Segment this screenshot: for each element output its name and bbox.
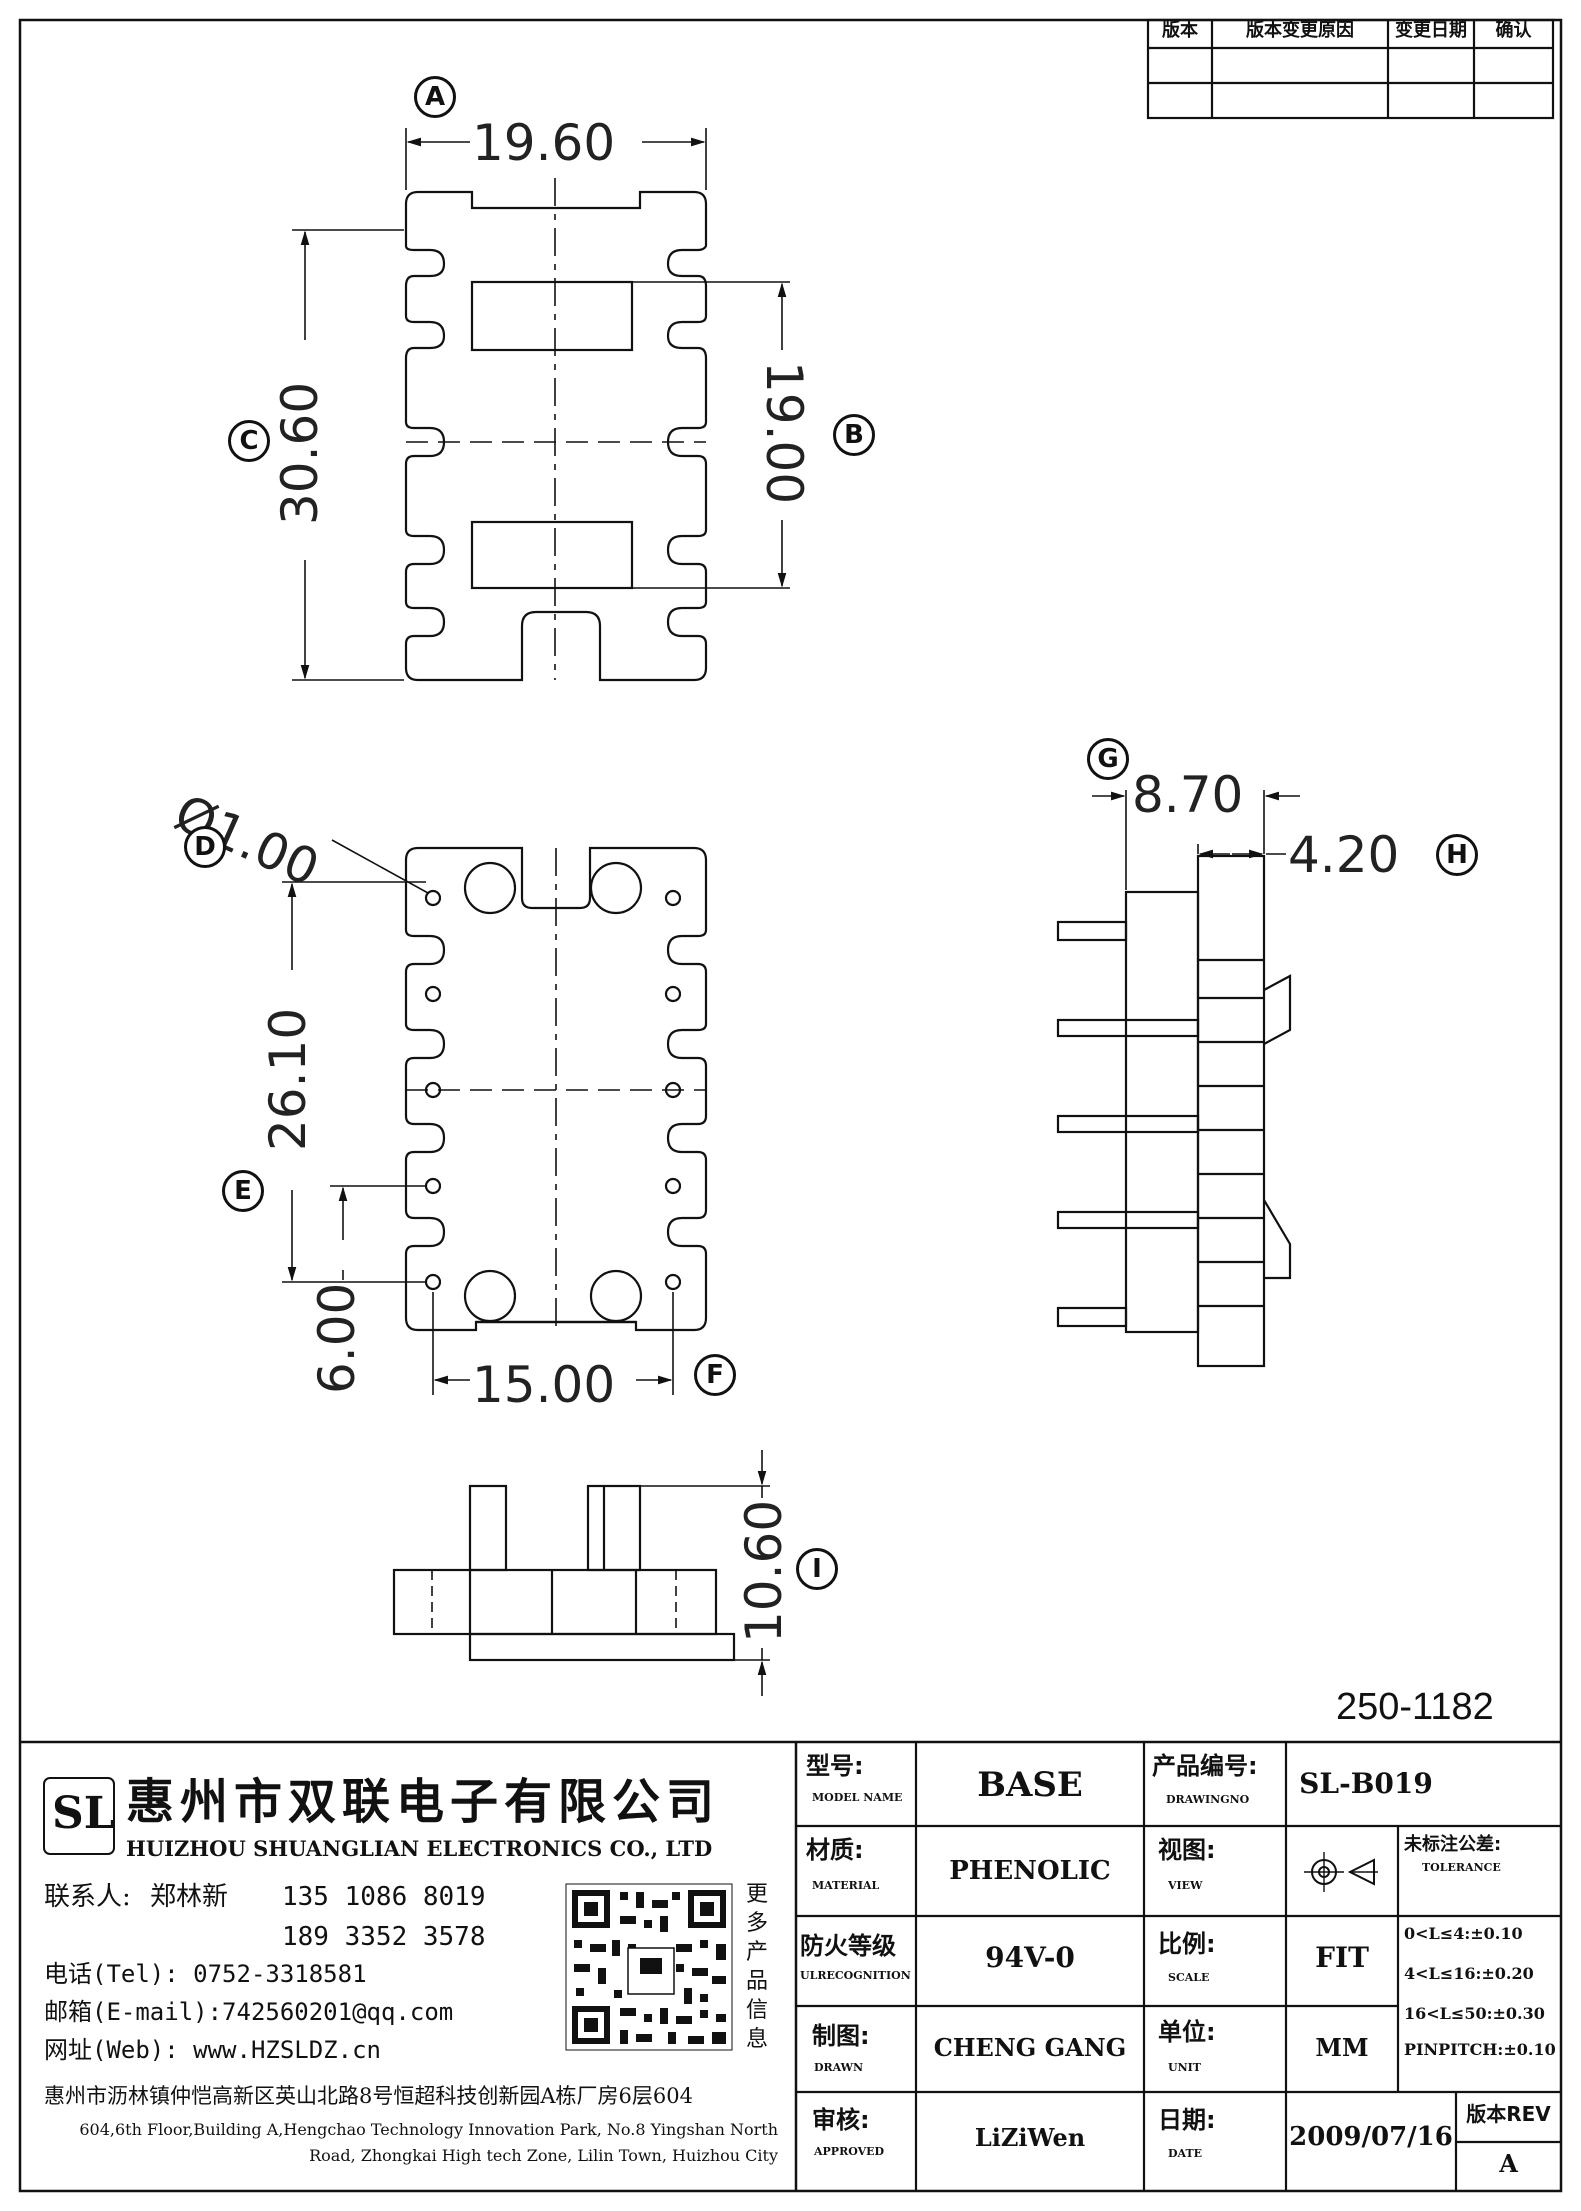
- label-h: H: [1436, 834, 1478, 876]
- approved-value: LiZiWen: [974, 2123, 1086, 2152]
- date-label: 日期:: [1158, 2106, 1216, 2134]
- drawing-no-value: SL-B019: [1299, 1767, 1433, 1800]
- part-code: 250-1182: [1336, 1686, 1494, 1728]
- contact-phone-2: 189 3352 3578: [282, 1922, 486, 1952]
- logo-letters: SL: [52, 1788, 115, 1839]
- contact-web: 网址(Web): www.HZSLDZ.cn: [44, 2036, 381, 2064]
- tolerance-line-4: PINPITCH:±0.10: [1404, 2040, 1556, 2059]
- label-e: E: [222, 1170, 264, 1212]
- dim-pin-row-span: 26.10: [259, 1007, 317, 1151]
- view-label-en: VIEW: [1168, 1879, 1203, 1892]
- approved-label-en: APPROVED: [814, 2145, 885, 2158]
- sheet-border: [18, 18, 1563, 2193]
- top-view: [292, 128, 790, 682]
- company-name-cn: 惠州市双联电子有限公司: [126, 1774, 721, 1830]
- top-window-upper: [470, 280, 634, 352]
- title-block-grid: [20, 1740, 1561, 2191]
- side-view: [1056, 790, 1300, 1368]
- label-g: G: [1087, 738, 1129, 780]
- material-label-en: MATERIAL: [812, 1879, 880, 1892]
- address-en-line-2: Road, Zhongkai High tech Zone, Lilin Tow…: [309, 2146, 778, 2165]
- label-d: D: [184, 826, 226, 868]
- big-hole-1: [463, 861, 517, 915]
- rev-header-date: 变更日期: [1395, 20, 1467, 41]
- model-value: BASE: [977, 1765, 1083, 1805]
- scale-label-en: SCALE: [1168, 1971, 1210, 1984]
- top-window-lower: [470, 520, 634, 590]
- revision-value: A: [1499, 2149, 1518, 2178]
- big-hole-4: [589, 1269, 643, 1323]
- scale-value: FIT: [1315, 1941, 1369, 1974]
- tolerance-label: 未标注公差:: [1404, 1834, 1502, 1855]
- revision-table-grid: [1146, 18, 1555, 120]
- dim-height-front: 10.60: [735, 1499, 793, 1643]
- material-value: PHENOLIC: [949, 1856, 1111, 1886]
- unit-label-en: UNIT: [1168, 2061, 1201, 2074]
- contact-phone-1: 135 1086 8019: [282, 1882, 486, 1912]
- label-f: F: [694, 1354, 736, 1396]
- drawing-no-label: 产品编号:: [1152, 1752, 1258, 1780]
- company-logo: [43, 1777, 115, 1855]
- drawn-value: CHENG GANG: [933, 2033, 1127, 2062]
- fire-rating-label: 防火等级: [800, 1932, 896, 1960]
- date-value: 2009/07/16: [1289, 2122, 1453, 2152]
- label-c: C: [228, 420, 270, 462]
- tolerance-label-en: TOLERANCE: [1422, 1861, 1501, 1874]
- big-hole-2: [589, 861, 643, 915]
- qr-caption: 更 多 产 品 信 息: [746, 1882, 769, 2052]
- contact-name: 郑林新: [150, 1882, 229, 1912]
- contact-email: 邮箱(E-mail):742560201@qq.com: [44, 1998, 454, 2026]
- label-a: A: [414, 76, 456, 118]
- dim-flange-width: 4.20: [1288, 826, 1400, 884]
- qr-code: [565, 1883, 733, 2051]
- tolerance-line-3: 16<L≤50:±0.30: [1404, 2004, 1545, 2023]
- rev-header-confirm: 确认: [1495, 20, 1532, 41]
- unit-value: MM: [1315, 2033, 1369, 2062]
- front-view: [392, 1450, 770, 1696]
- rev-header-reason: 版本变更原因: [1246, 20, 1354, 41]
- dim-window-pitch: 19.00: [755, 361, 813, 505]
- bottom-view-outline: [404, 846, 708, 1332]
- dim-width-top: 19.60: [472, 114, 616, 172]
- approved-label: 审核:: [812, 2106, 870, 2134]
- top-view-outline: [404, 190, 708, 682]
- tolerance-line-1: 0<L≤4:±0.10: [1404, 1924, 1523, 1943]
- drawn-label-en: DRAWN: [814, 2061, 864, 2074]
- contact-tel: 电话(Tel): 0752-3318581: [44, 1960, 367, 1988]
- big-hole-3: [463, 1269, 517, 1323]
- dim-side-width: 8.70: [1132, 766, 1244, 824]
- rev-header-version: 版本: [1162, 20, 1198, 41]
- dim-pin-pitch: 6.00: [308, 1282, 366, 1394]
- drawn-label: 制图:: [812, 2022, 870, 2050]
- view-label: 视图:: [1158, 1836, 1216, 1864]
- address-en-line-1: 604,6th Floor,Building A,Hengchao Techno…: [79, 2120, 778, 2139]
- label-b: B: [833, 414, 875, 456]
- third-angle-projection-symbol: [1304, 1852, 1378, 1892]
- label-i: I: [796, 1548, 838, 1590]
- fire-rating-label-en: ULRECOGNITION: [800, 1969, 911, 1982]
- dim-pin-col-span: 15.00: [472, 1356, 616, 1414]
- tolerance-line-2: 4<L≤16:±0.20: [1404, 1964, 1534, 1983]
- scale-label: 比例:: [1158, 1930, 1216, 1958]
- revision-label: 版本REV: [1466, 2102, 1551, 2126]
- contact-label: 联系人:: [44, 1882, 131, 1912]
- dim-height-top: 30.60: [271, 381, 329, 525]
- fire-rating-value: 94V-0: [985, 1941, 1075, 1974]
- bottom-view: [282, 839, 708, 1395]
- unit-label: 单位:: [1158, 2018, 1216, 2046]
- model-label: 型号:: [806, 1752, 864, 1780]
- address-cn: 惠州市沥林镇仲恺高新区英山北路8号恒超科技创新园A栋厂房6层604: [44, 2084, 693, 2108]
- drawing-no-label-en: DRAWINGNO: [1166, 1793, 1250, 1806]
- model-label-en: MODEL NAME: [812, 1791, 903, 1804]
- material-label: 材质:: [806, 1836, 864, 1864]
- date-label-en: DATE: [1168, 2147, 1203, 2160]
- company-name-en: HUIZHOU SHUANGLIAN ELECTRONICS CO., LTD: [126, 1836, 713, 1861]
